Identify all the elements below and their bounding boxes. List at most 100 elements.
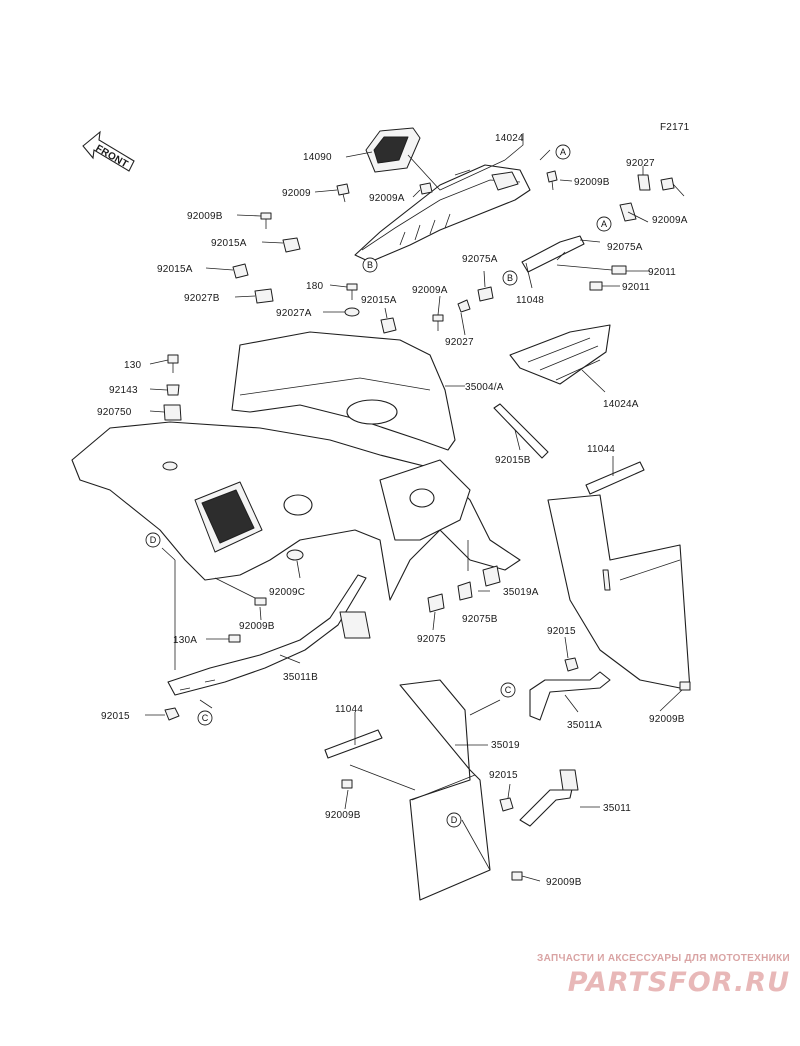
part-14024-shape xyxy=(354,164,531,263)
label-92009C: 92009C xyxy=(269,587,305,598)
label-92011-1: 92011 xyxy=(648,267,676,278)
label-92015A-2: 92015A xyxy=(157,264,193,275)
ref-label-A-2: A xyxy=(601,219,607,229)
ref-label-C-2: C xyxy=(505,685,512,695)
bracket-35011A-shape xyxy=(529,671,611,721)
ref-label-A-1: A xyxy=(560,147,566,157)
washer-92027A-shape xyxy=(344,307,360,317)
label-35019A: 35019A xyxy=(503,587,539,598)
watermark-caption: ЗАПЧАСТИ И АКСЕССУАРЫ ДЛЯ МОТОТЕХНИКИ xyxy=(537,953,790,964)
label-92027B: 92027B xyxy=(184,293,220,304)
bolt-130-shape xyxy=(167,354,179,373)
strip-11044-right-shape xyxy=(585,461,645,495)
mudflap-35019-shape xyxy=(399,679,491,901)
label-14090: 14090 xyxy=(303,152,332,163)
front-arrow-icon: FRONT xyxy=(82,130,135,172)
nut-92015-lower-shape xyxy=(499,797,514,812)
label-11048: 11048 xyxy=(516,295,544,306)
part-14024A-shape xyxy=(509,324,611,385)
label-92027A: 92027A xyxy=(276,308,312,319)
label-92009: 92009 xyxy=(282,188,311,199)
bolt-92027-right-shape xyxy=(637,174,651,191)
label-92009A-2: 92009A xyxy=(652,215,688,226)
ref-circle-C-1: C xyxy=(197,710,213,726)
label-92009B-6: 92009B xyxy=(546,877,582,888)
label-130A: 130A xyxy=(173,635,197,646)
label-92015-2: 92015 xyxy=(101,711,130,722)
collar-92027-mid-shape xyxy=(457,299,471,313)
label-92009B-1: 92009B xyxy=(574,177,610,188)
ref-circle-A-1: A xyxy=(555,144,571,160)
watermark-logo: PARTSFOR.RU xyxy=(567,967,790,998)
bolt-130A-shape xyxy=(228,634,241,643)
grommet-92009C-shape xyxy=(286,549,304,561)
clip-92015A-2-shape xyxy=(232,263,249,279)
bolt-92009B-bottom-shape xyxy=(511,871,523,881)
leader-lines xyxy=(145,133,685,882)
label-92009B-4: 92009B xyxy=(649,714,685,725)
part-14090-shape xyxy=(365,127,421,173)
ref-label-D-2: D xyxy=(451,815,458,825)
ref-circle-D-2: D xyxy=(446,812,462,828)
label-180: 180 xyxy=(306,281,324,292)
label-35019: 35019 xyxy=(491,740,520,751)
label-920750: 920750 xyxy=(97,407,132,418)
label-92143: 92143 xyxy=(109,385,138,396)
strap-92015B-shape xyxy=(493,403,549,459)
label-92075B: 92075B xyxy=(462,614,498,625)
washer-92143-shape xyxy=(166,384,180,396)
collar-920750-shape xyxy=(163,404,182,421)
strip-11044-left-shape xyxy=(324,729,383,759)
ref-circle-B-2: B xyxy=(502,270,518,286)
label-92009B-3: 92009B xyxy=(239,621,275,632)
label-92015A-3: 92015A xyxy=(361,295,397,306)
bolt-92009A-mid-shape xyxy=(432,314,444,331)
label-92011-2: 92011 xyxy=(622,282,650,293)
bolt-92009B-lower-shape xyxy=(341,779,353,789)
label-92015B: 92015B xyxy=(495,455,531,466)
label-11044-2: 11044 xyxy=(335,704,363,715)
bracket-35011-shape xyxy=(519,769,579,827)
ref-circle-A-2: A xyxy=(596,216,612,232)
bolt-180-shape xyxy=(346,283,358,300)
ref-label-B-2: B xyxy=(507,273,513,283)
clip-92015A-3-shape xyxy=(380,317,397,334)
label-14024: 14024 xyxy=(495,133,524,144)
bolt-92009B-left-shape xyxy=(260,212,272,229)
collar-92075-shape xyxy=(427,593,445,613)
bracket-35011B-shape xyxy=(167,574,371,696)
label-92027-2: 92027 xyxy=(445,337,474,348)
watermark: ЗАПЧАСТИ И АКСЕССУАРЫ ДЛЯ МОТОТЕХНИКИ PA… xyxy=(490,953,790,998)
label-92009A-1: 92009A xyxy=(369,193,405,204)
collar-92075A-shape xyxy=(477,286,494,302)
label-35004A: 35004/A xyxy=(465,382,504,393)
label-92075A-2: 92075A xyxy=(462,254,498,265)
label-92009B-2: 92009B xyxy=(187,211,223,222)
nut-92015-left-shape xyxy=(164,707,180,721)
label-11044-1: 11044 xyxy=(587,444,615,455)
label-92015-1: 92015 xyxy=(547,626,576,637)
ref-circle-B-1: B xyxy=(362,257,378,273)
label-92075A-1: 92075A xyxy=(607,242,643,253)
diagram-code: F2171 xyxy=(660,122,690,133)
ref-circle-C-2: C xyxy=(500,682,516,698)
label-35011B: 35011B xyxy=(283,672,318,683)
ref-label-D-1: D xyxy=(150,535,157,545)
ref-label-C-1: C xyxy=(202,713,209,723)
label-92015A-1: 92015A xyxy=(211,238,247,249)
label-92075: 92075 xyxy=(417,634,446,645)
bolt-92009B-top-shape xyxy=(546,170,558,191)
part-35004A-shape xyxy=(71,331,521,601)
bolt-92009A-shape xyxy=(419,182,433,195)
label-35011: 35011 xyxy=(603,803,631,814)
block-92075B-shape xyxy=(457,565,501,601)
bolt-92009B-mid-shape xyxy=(254,597,267,606)
label-14024A: 14024A xyxy=(603,399,639,410)
nut-92015-right-shape xyxy=(564,657,579,672)
label-35011A: 35011A xyxy=(567,720,602,731)
collar-92027B-shape xyxy=(254,288,274,304)
label-92015-3: 92015 xyxy=(489,770,518,781)
label-92009A-3: 92009A xyxy=(412,285,448,296)
bolt-92009-shape xyxy=(336,183,350,203)
